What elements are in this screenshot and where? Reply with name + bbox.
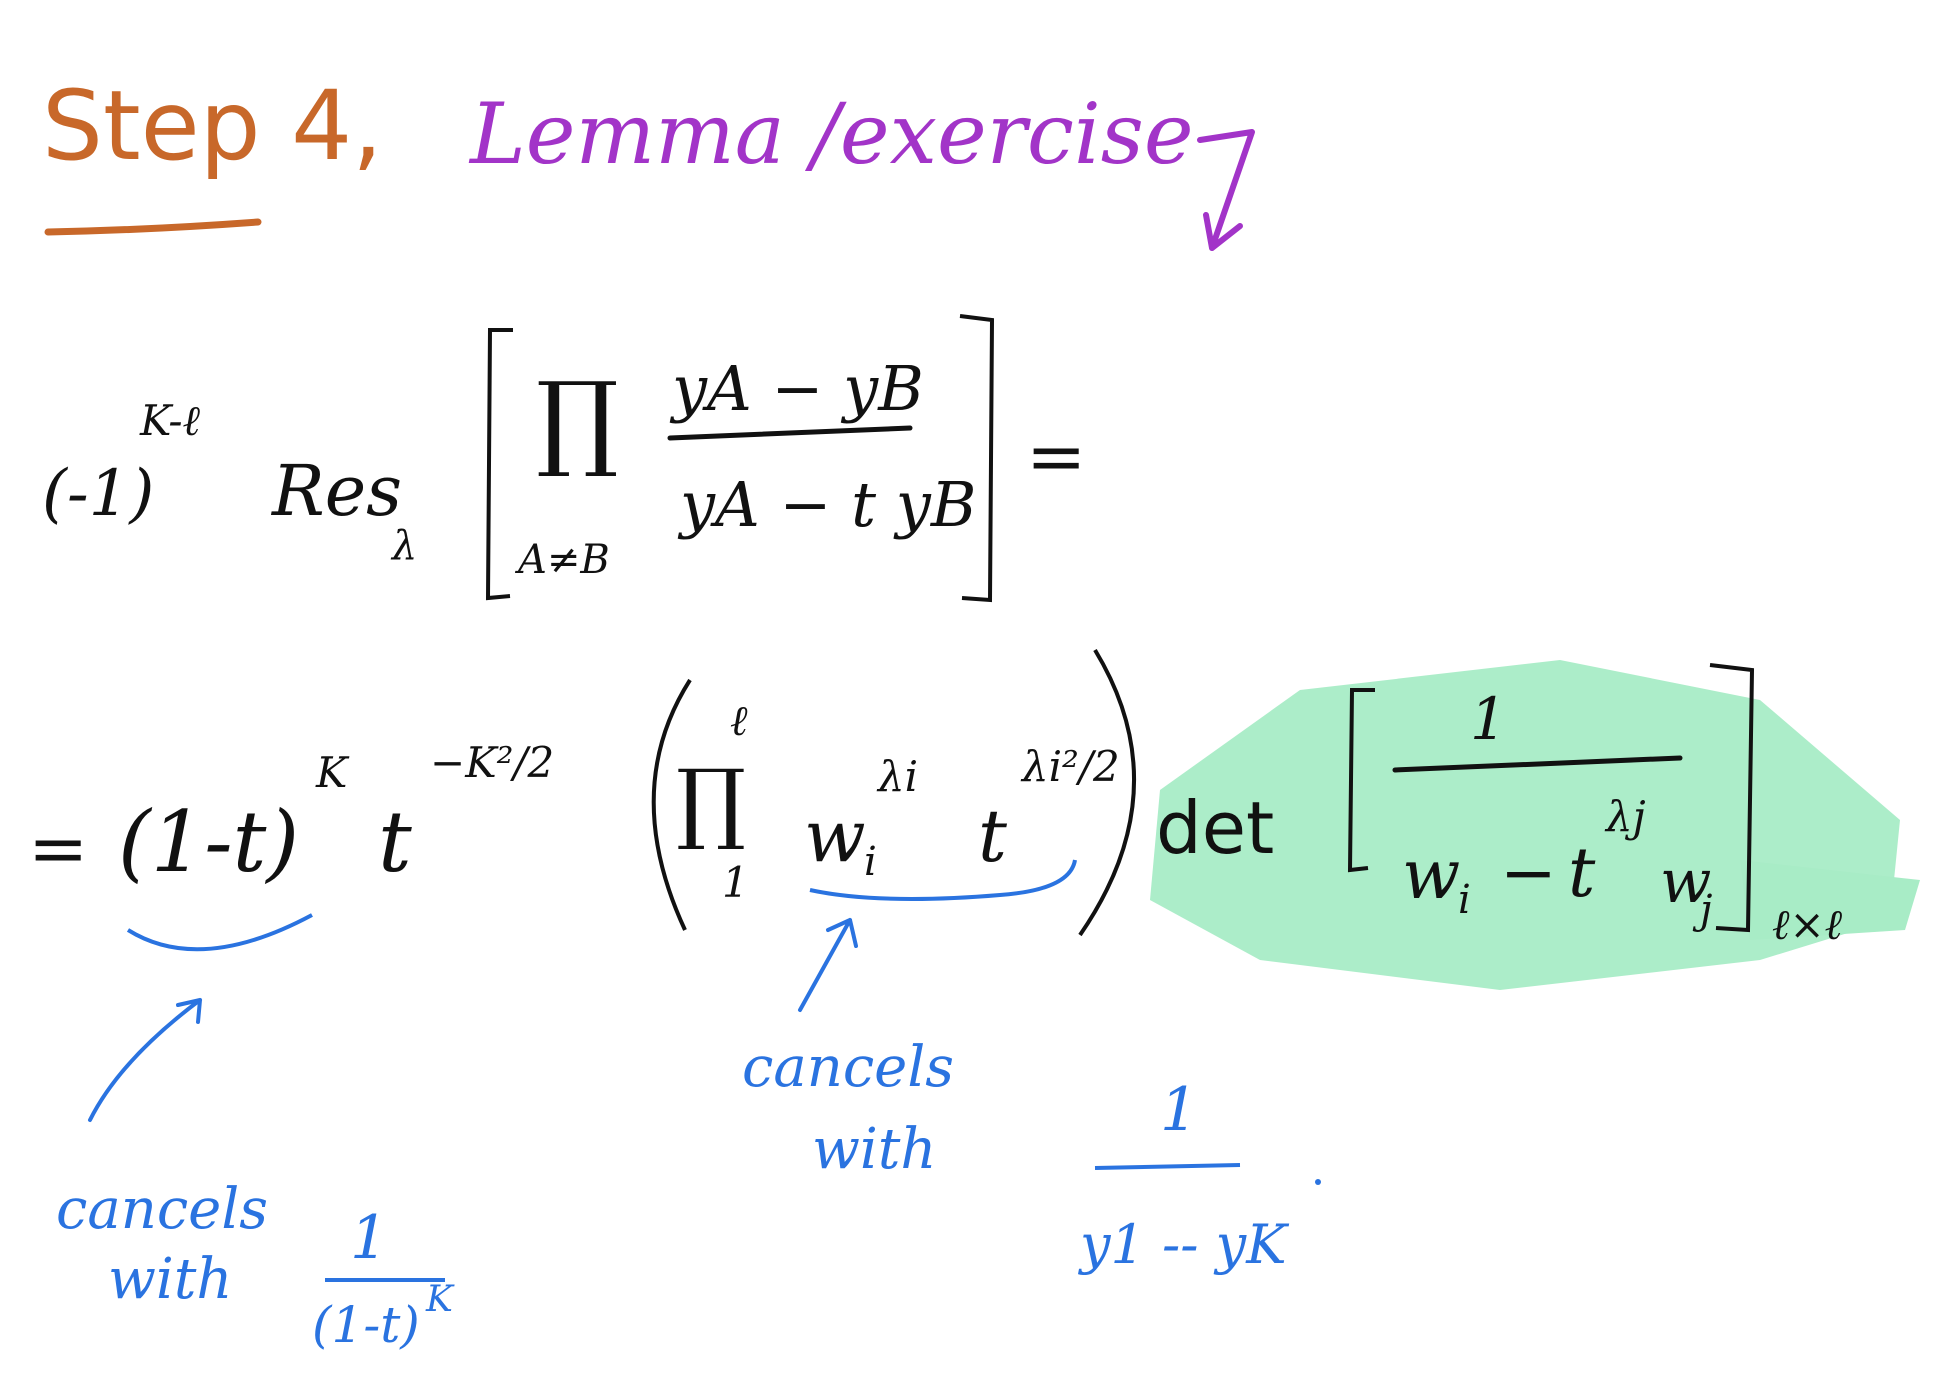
bracket-right-2 (1709, 663, 1755, 933)
factor-t: t (378, 793, 412, 891)
product-top-2: ℓ (730, 696, 748, 745)
note-left-frac-den-exp: K (426, 1279, 453, 1320)
equals-2: = (28, 806, 89, 890)
factor-1-t: (1-t) (118, 793, 300, 891)
fraction-numerator-1: yA − yB (672, 352, 924, 425)
bracket-left-1 (485, 328, 513, 601)
arrow-down-left-icon (1197, 129, 1255, 251)
matrix-fraction-numerator: 1 (1470, 685, 1507, 753)
bracket-left-2 (1347, 688, 1375, 873)
green-highlight (1150, 660, 1900, 990)
equals-1: = (1026, 414, 1087, 498)
matrix-den-minus: − (1500, 834, 1557, 913)
w-term-exponent: λi (878, 752, 919, 801)
note-left-frac-den: (1-t) (312, 1296, 420, 1354)
underline-1-t-k (126, 913, 313, 952)
det-operator: det (1156, 786, 1275, 870)
matrix-den-w1-subscript: i (1458, 877, 1471, 923)
step-underline (44, 218, 262, 236)
arrow-up-icon (798, 918, 858, 1012)
product-symbol-2: ∏ (676, 750, 747, 853)
matrix-den-w2: w (1660, 847, 1712, 917)
matrix-den-t: t (1568, 834, 1596, 913)
note-left-frac-num: 1 (350, 1203, 389, 1273)
fraction-denominator-1: yA − t yB (680, 468, 977, 541)
t-term: t (978, 794, 1007, 878)
w-term-subscript: i (864, 839, 877, 885)
factor-t-exponent: −K²/2 (430, 738, 555, 787)
t-term-exponent: λi²/2 (1022, 742, 1120, 791)
fraction-bar-right-note (1094, 1163, 1241, 1170)
note-right-frac-num: 1 (1160, 1075, 1199, 1145)
heading-topic: Lemma /exercise (470, 85, 1194, 183)
green-highlight-extra (1740, 860, 1920, 940)
res-subscript: λ (392, 523, 418, 569)
matrix-den-w1: w (1402, 836, 1461, 915)
product-bottom-2: 1 (722, 858, 749, 907)
note-right-frac-den: y1 -- yK (1080, 1213, 1287, 1276)
underline-w-t (809, 859, 1077, 901)
note-middle-cancels: cancels (742, 1035, 954, 1100)
factor-1-t-exponent: K (316, 748, 348, 797)
fraction-bar-2 (1392, 755, 1683, 773)
w-term: w (804, 794, 866, 878)
note-middle-with: with (812, 1117, 937, 1182)
paren-left-2 (651, 678, 692, 931)
note-left-with: with (108, 1247, 233, 1312)
sign-exponent: K-ℓ (140, 396, 201, 445)
matrix-den-w2-subscript: j (1700, 887, 1713, 933)
fraction-bar-1 (667, 425, 913, 441)
product-subscript-1: A≠B (518, 537, 610, 583)
product-symbol-1: ∏ (536, 359, 619, 481)
heading-step: Step 4, (42, 70, 383, 182)
matrix-den-t-exponent: λj (1606, 792, 1646, 841)
paren-right-2 (1078, 648, 1137, 937)
res-operator: Res (272, 450, 403, 532)
sign-base: (-1) (42, 457, 155, 531)
matrix-size-label: ℓ×ℓ (1772, 900, 1843, 949)
arrow-up-right-icon (88, 998, 202, 1122)
note-left-cancels: cancels (56, 1177, 268, 1242)
stray-dot (1315, 1179, 1321, 1185)
bracket-right-1 (959, 314, 995, 603)
